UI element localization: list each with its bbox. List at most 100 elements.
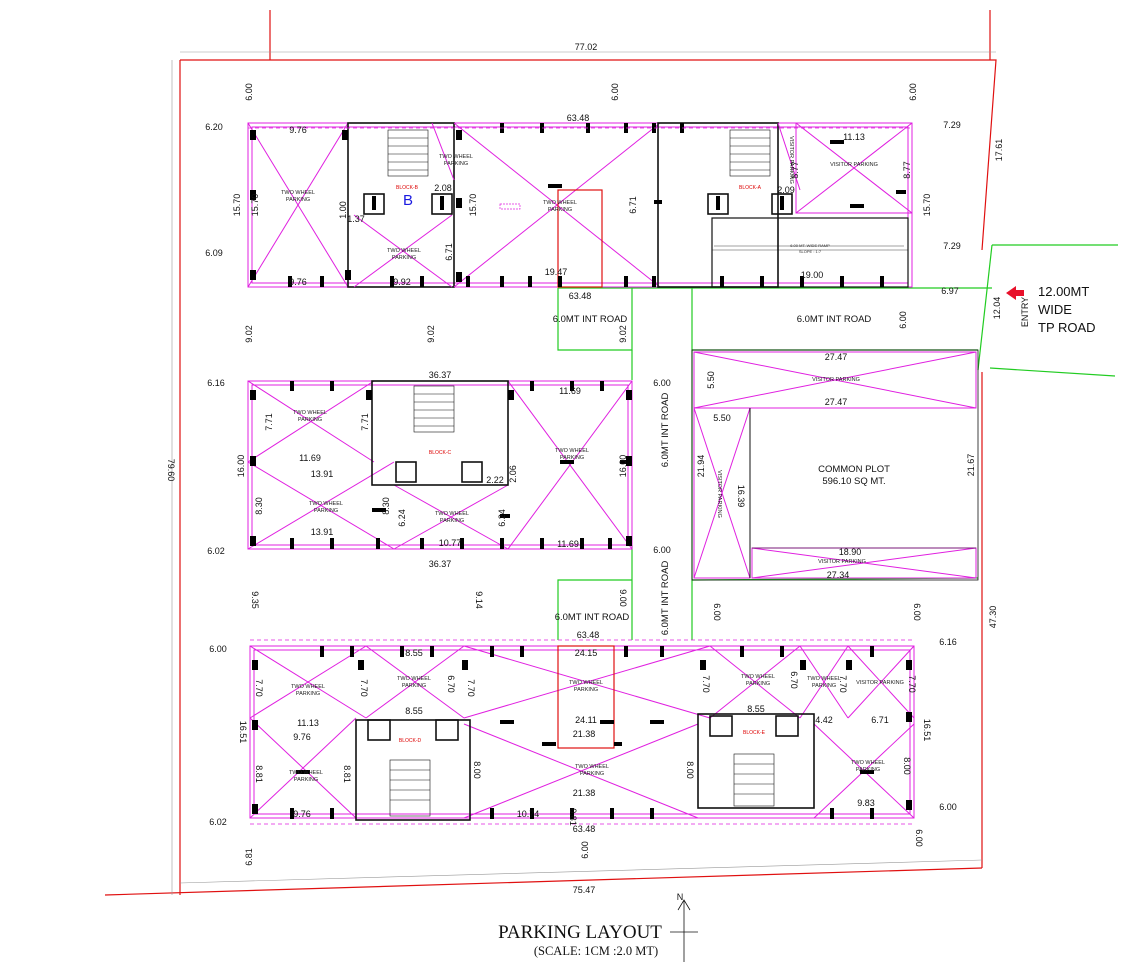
dim: 13.91 — [311, 527, 334, 537]
plot-dimensions: 77.02 75.47 79.60 17.61 47.30 12.04 — [166, 42, 1004, 895]
plot-boundary — [104, 10, 997, 896]
common-plot-area: 596.10 SQ MT. — [822, 476, 885, 487]
dim: 9.76 — [289, 277, 307, 287]
dim: 2.06 — [508, 465, 518, 483]
dim: 6.70 — [446, 675, 456, 693]
int-road-b: 6.0MT INT ROAD — [797, 314, 872, 325]
dim: 1.00 — [338, 201, 348, 219]
block-e-tag: BLOCK-E — [743, 730, 766, 736]
dim: 6.00 — [912, 603, 922, 621]
dim: 8.55 — [405, 648, 423, 658]
visitor-parking-left: VISITOR PARKING — [716, 470, 722, 518]
int-road-a: 6.0MT INT ROAD — [553, 314, 628, 325]
plot-bottom-dim: 75.47 — [573, 885, 596, 895]
dim: 1.37 — [347, 214, 365, 224]
visitor-parking-top: VISITOR PARKING — [812, 377, 860, 383]
label: TWO WHEEL — [741, 674, 775, 680]
label: TWO WHEEL — [289, 770, 323, 776]
road-width-dim: 12.04 — [992, 297, 1002, 320]
label: PARKING — [392, 255, 416, 261]
block-b-tag: BLOCK-B — [396, 185, 419, 191]
dim: 21.67 — [966, 454, 976, 477]
dim: 7.71 — [264, 413, 274, 431]
drawing-title: PARKING LAYOUT (SCALE: 1CM :2.0 MT) N — [498, 892, 683, 958]
dim: 9.92 — [393, 277, 411, 287]
dim: 15.70 — [232, 194, 242, 217]
dim: 9.02 — [618, 325, 628, 343]
dim: 8.30 — [254, 497, 264, 515]
visitor-parking-bottom: VISITOR PARKING — [818, 559, 866, 565]
dim: 6.02 — [207, 546, 225, 556]
dim: 8.00 — [902, 757, 912, 775]
dim: 5.50 — [713, 413, 731, 423]
common-plot-text: COMMON PLOT 596.10 SQ MT. VISITOR PARKIN… — [696, 352, 976, 580]
dim: 6.00 — [939, 802, 957, 812]
dim: 6.00 — [610, 83, 620, 101]
dim: 19.47 — [545, 267, 568, 277]
plot-left-dim: 79.60 — [166, 459, 176, 482]
dim: 8.55 — [405, 706, 423, 716]
dim: 63.48 — [577, 630, 600, 640]
dim: 8.77 — [790, 161, 800, 179]
dim: 9.02 — [426, 325, 436, 343]
dim: 7.29 — [943, 241, 961, 251]
label: VISITOR PARKING — [856, 680, 904, 686]
dim: 15.70 — [250, 194, 260, 217]
label: VISITOR PARKING — [788, 136, 794, 184]
dim: 6.20 — [205, 122, 223, 132]
label: TWO WHEEL — [309, 501, 343, 507]
label: TWO WHEEL — [397, 676, 431, 682]
dim: 11.13 — [843, 132, 865, 142]
dim: 16.00 — [618, 455, 628, 478]
bottom-parking-block — [249, 639, 915, 825]
dim: 8.81 — [342, 765, 352, 783]
dim: 6.16 — [207, 378, 225, 388]
entry-arrow-icon — [1006, 286, 1024, 300]
dim: 9.14 — [474, 591, 484, 609]
common-plot-title: COMMON PLOT — [818, 464, 890, 475]
dim: 6.02 — [209, 817, 227, 827]
dim: 63.48 — [573, 824, 596, 834]
label: TWO WHEEL — [435, 511, 469, 517]
label: TWO WHEEL — [281, 190, 315, 196]
dim: 6.00 — [898, 311, 908, 329]
dim: 7.29 — [943, 120, 961, 130]
dim: 24.15 — [575, 648, 598, 658]
dim: 8.00 — [685, 761, 695, 779]
label: PARKING — [856, 767, 880, 773]
dim: 9.02 — [244, 325, 254, 343]
bottom-block-text: 63.48 63.48 8.55 8.55 24.15 24.11 8.55 1… — [209, 630, 957, 866]
block-d-tag: BLOCK-D — [399, 738, 422, 744]
dim: 15.70 — [468, 194, 478, 217]
label: TWO WHEEL — [575, 764, 609, 770]
dim: 11.13 — [297, 718, 319, 728]
int-road-vertical-upper: 6.0MT INT ROAD — [660, 393, 671, 468]
entry-road-lines — [557, 244, 1118, 640]
dim: 10.77 — [439, 538, 462, 548]
dim: 2.22 — [486, 475, 504, 485]
dim: 6.71 — [871, 715, 889, 725]
title-text: PARKING LAYOUT — [498, 922, 662, 943]
label: PARKING — [296, 691, 320, 697]
dim: 36.37 — [429, 370, 452, 380]
north-arrow-icon — [670, 899, 698, 962]
label: VISITOR PARKING — [830, 162, 878, 168]
label: PARKING — [580, 771, 604, 777]
dim: 4.42 — [815, 715, 833, 725]
dim: 21.94 — [696, 455, 706, 478]
top-block-text: 63.48 63.48 9.76 9.76 9.92 19.47 19.00 1… — [205, 83, 961, 343]
dim: 8.00 — [472, 761, 482, 779]
label: PARKING — [548, 207, 572, 213]
block-c-tag: BLOCK-C — [429, 450, 452, 456]
dim: 6.70 — [789, 671, 799, 689]
dim: 6.71 — [628, 196, 638, 214]
label: TWO WHEEL — [291, 684, 325, 690]
label: TWO WHEEL — [851, 760, 885, 766]
dim: 11.69 — [557, 539, 579, 549]
dim: 16.39 — [736, 485, 746, 508]
middle-block-text: 36.37 36.37 11.69 13.91 13.91 11.69 11.6… — [207, 370, 922, 621]
dim: 9.76 — [293, 732, 311, 742]
common-plot — [691, 349, 979, 581]
label: TWO WHEEL — [439, 154, 473, 160]
dim: 6.24 — [397, 509, 407, 527]
